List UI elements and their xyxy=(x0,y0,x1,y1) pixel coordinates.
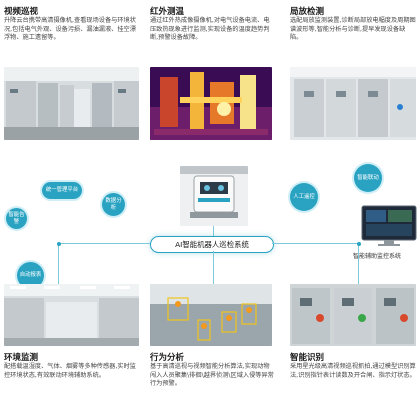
smart-linkage-bubble: 智能联动 xyxy=(354,164,382,192)
aux-monitor-photo xyxy=(360,204,418,248)
robot-connector xyxy=(213,226,215,236)
recognition-photo xyxy=(290,284,416,346)
infrared-photo xyxy=(150,67,272,140)
unified-platform-bubble: 统一管理平台 xyxy=(42,182,82,199)
partial-discharge-title: 局放检测 xyxy=(290,7,325,17)
video-inspection-title: 视频巡视 xyxy=(4,7,39,17)
recognition-desc: 采用星光级高清视频巡视抓拍,通过模型识别算法,识别指针表计读数及开合闸、指示灯状… xyxy=(290,363,416,379)
connector-right xyxy=(358,243,360,285)
system-left-line xyxy=(58,243,150,245)
infrared-title: 红外测温 xyxy=(150,7,185,17)
video-inspection-photo xyxy=(4,67,139,140)
partial-discharge-desc: 选配局放监测装置,诊断局部放电幅度及周期图谱波形等,智能分析与诊断,提早发现设备… xyxy=(290,17,416,42)
infrared-desc: 通过红外热成像摄像机,对电气设备电流、电压致热现象进行监测,实现设备的温度趋势判… xyxy=(150,17,270,42)
connector-dot-left xyxy=(56,241,61,246)
data-analysis-bubble: 数据分析 xyxy=(102,193,125,216)
behavior-title: 行为分析 xyxy=(150,353,185,363)
system-link-line xyxy=(272,243,360,245)
manual-control-bubble: 人工遥控 xyxy=(290,183,318,211)
aux-system-label: 智能辅助监控系统 xyxy=(353,253,402,260)
recognition-title: 智能识别 xyxy=(290,353,325,363)
environment-title: 环境监测 xyxy=(4,353,39,363)
behavior-desc: 基于高清巡视与视频智能分析算法,实现动物闯入人员聚集\徘徊\越界侦测\区域入侵等… xyxy=(150,363,274,388)
smart-alarm-bubble: 智能告警 xyxy=(6,208,27,229)
environment-photo xyxy=(4,284,139,346)
robot-photo xyxy=(180,166,248,226)
environment-desc: 配搭载温湿度、气体、烟雾等多种传感器,实时监控环境状态,有效联动环境辅助系统。 xyxy=(4,363,136,379)
video-inspection-desc: 升降云台携带高清摄像机,查看现场设备与环境状况,包括电气外观、设备污损、漏油漏液… xyxy=(4,17,136,42)
connector-left xyxy=(58,243,60,285)
behavior-photo xyxy=(150,284,272,346)
connector-center xyxy=(213,251,215,285)
ai-robot-system-label: AI智能机器人巡检系统 xyxy=(175,240,249,249)
partial-discharge-photo xyxy=(290,67,416,140)
ai-robot-system-pill: AI智能机器人巡检系统 xyxy=(150,236,274,253)
connector-dot-right xyxy=(356,241,361,246)
